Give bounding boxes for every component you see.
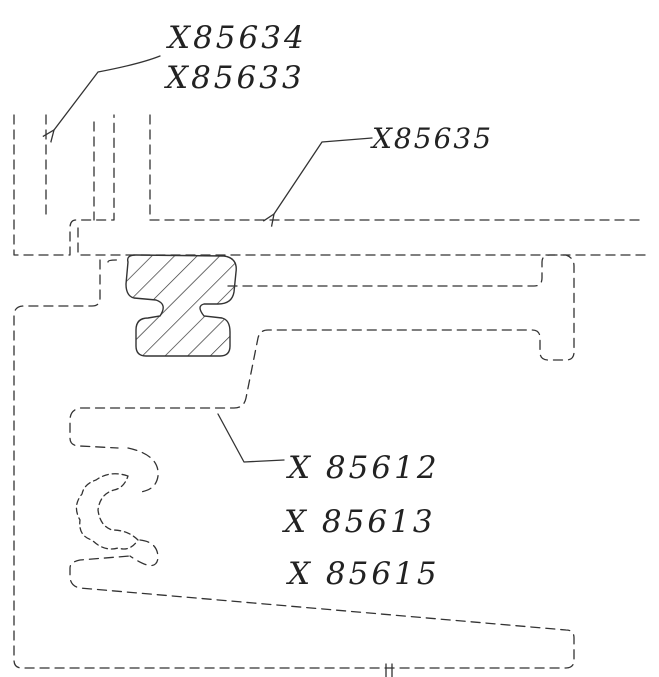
callout-top-right: X85635 [370,122,493,155]
leader-middle [217,413,285,463]
label-x85613: X 85613 [282,504,436,540]
horizontal-rail-profile [77,114,646,256]
label-x85635: X85635 [370,122,493,155]
gasket-seal [125,254,237,357]
label-x85612: X 85612 [286,450,440,486]
label-x85633: X85633 [164,60,305,96]
leader-top-left [54,55,161,130]
callout-top-left: X85634 X85633 [164,20,307,96]
main-frame-profile [13,254,575,677]
label-x85615: X 85615 [286,556,440,592]
leader-top-right [274,137,373,214]
leader-lines [54,55,373,463]
left-upright-profile [13,114,115,256]
callout-middle: X 85612 X 85613 X 85615 [282,450,440,592]
label-x85634: X85634 [166,20,307,56]
